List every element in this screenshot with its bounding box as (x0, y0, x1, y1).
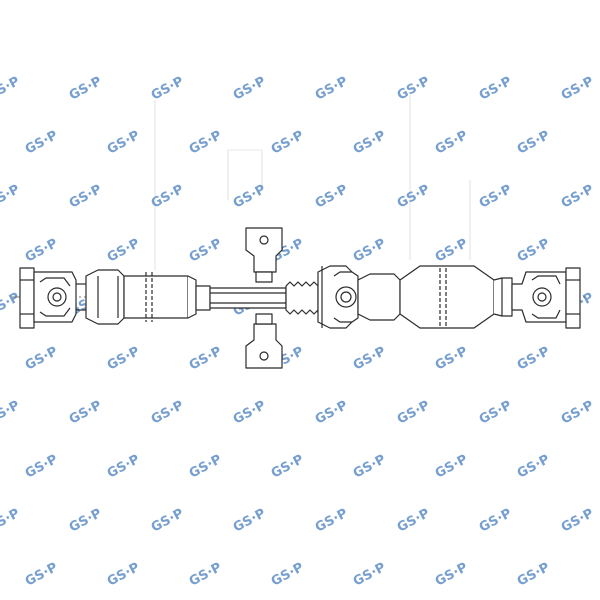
gsp-watermark: GS·P (313, 74, 351, 103)
center-bearing-bracket (245, 227, 283, 369)
gsp-watermark: GS·P (351, 128, 389, 157)
gsp-watermark: GS·P (187, 236, 225, 265)
gsp-watermark: GS·P (477, 398, 515, 427)
left-flange-yoke (19, 267, 86, 329)
gsp-watermark: GS·P (269, 452, 307, 481)
gsp-watermark: GS·P (269, 560, 307, 589)
gsp-watermark: GS·P (23, 236, 61, 265)
gsp-watermark: GS·P (559, 74, 597, 103)
gsp-watermark: GS·P (67, 182, 105, 211)
gsp-watermark: GS·P (433, 452, 471, 481)
gsp-watermark: GS·P (231, 506, 269, 535)
gsp-watermark: GS·P (187, 560, 225, 589)
gsp-watermark: GS·P (433, 344, 471, 373)
gsp-watermark: GS·P (351, 344, 389, 373)
gsp-watermark: GS·P (67, 74, 105, 103)
center-ujoint (317, 265, 359, 329)
gsp-watermark: GS·P (515, 560, 553, 589)
construction-lines (154, 95, 471, 270)
gsp-watermark: GS·P (313, 182, 351, 211)
gsp-watermark: GS·P (477, 506, 515, 535)
gsp-watermark: GS·P (187, 344, 225, 373)
splined-shaft (209, 281, 319, 315)
gsp-watermark: GS·P (105, 128, 143, 157)
gsp-watermark: GS·P (105, 236, 143, 265)
gsp-watermark: GS·P (149, 182, 187, 211)
gsp-watermark: GS·P (433, 560, 471, 589)
gsp-watermark: GS·P (395, 398, 433, 427)
gsp-watermark: GS·P (105, 452, 143, 481)
gsp-watermark: GS·P (149, 506, 187, 535)
gsp-watermark: GS·P (395, 506, 433, 535)
gsp-watermark: GS·P (351, 560, 389, 589)
gsp-watermark: GS·P (433, 236, 471, 265)
gsp-watermark: GS·P (477, 182, 515, 211)
right-flange-yoke (511, 267, 581, 329)
gsp-watermark: GS·P (313, 506, 351, 535)
gsp-watermark: GS·P (23, 344, 61, 373)
gsp-watermark: GS·P (231, 398, 269, 427)
gsp-watermark: GS·P (395, 182, 433, 211)
gsp-watermark: GS·P (351, 236, 389, 265)
gsp-watermark: GS·P (395, 74, 433, 103)
gsp-watermark: GS·P (0, 506, 22, 535)
left-collar (195, 285, 211, 311)
gsp-watermark: GS·P (231, 182, 269, 211)
gsp-watermark: GS·P (477, 74, 515, 103)
gsp-watermark: GS·P (515, 236, 553, 265)
gsp-watermark: GS·P (187, 452, 225, 481)
left-tube (85, 269, 197, 325)
gsp-watermark: GS·P (0, 290, 22, 319)
gsp-watermark: GS·P (149, 398, 187, 427)
gsp-watermark: GS·P (231, 74, 269, 103)
gsp-watermark: GS·P (187, 128, 225, 157)
gsp-watermark: GS·P (0, 182, 22, 211)
gsp-watermark: GS·P (559, 506, 597, 535)
gsp-watermark: GS·P (0, 398, 22, 427)
gsp-watermark: GS·P (351, 452, 389, 481)
gsp-watermark: GS·P (0, 74, 22, 103)
gsp-watermark: GS·P (515, 452, 553, 481)
gsp-watermark: GS·P (313, 398, 351, 427)
gsp-watermark: GS·P (105, 560, 143, 589)
gsp-watermark: GS·P (433, 128, 471, 157)
gsp-watermark: GS·P (67, 506, 105, 535)
gsp-watermark: GS·P (23, 560, 61, 589)
gsp-watermark: GS·P (559, 398, 597, 427)
right-tube (357, 265, 513, 329)
driveshaft (12, 227, 588, 369)
gsp-watermark: GS·P (515, 344, 553, 373)
gsp-watermark: GS·P (559, 182, 597, 211)
gsp-watermark: GS·P (269, 128, 307, 157)
gsp-watermark: GS·P (23, 128, 61, 157)
gsp-watermark: GS·P (149, 74, 187, 103)
gsp-watermark: GS·P (67, 398, 105, 427)
gsp-watermark: GS·P (23, 452, 61, 481)
gsp-watermark: GS·P (105, 344, 143, 373)
gsp-watermark: GS·P (515, 128, 553, 157)
